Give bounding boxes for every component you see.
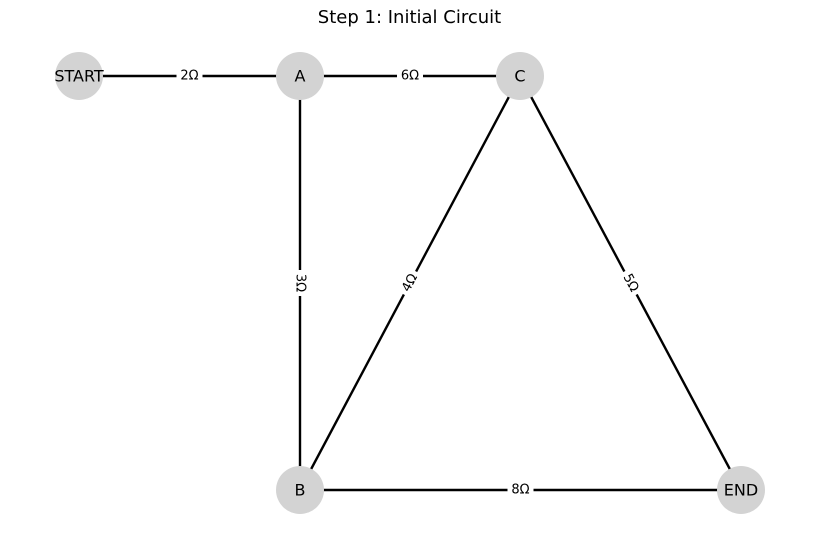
edge-label-group: 3Ω <box>291 270 309 296</box>
edge-b-end: 8Ω <box>300 481 741 499</box>
edge-start-a: 2Ω <box>79 67 300 85</box>
node-start: START <box>54 52 104 100</box>
edge-label: 8Ω <box>511 483 529 498</box>
node-a: A <box>276 52 324 100</box>
edges-layer: 2Ω 6Ω 3Ω 4Ω 5Ω 8Ω <box>79 67 743 499</box>
edge-c-b: 4Ω <box>298 75 522 491</box>
edge-label-background <box>616 267 645 299</box>
node-circle <box>55 52 103 100</box>
edge-label-background <box>395 267 425 299</box>
node-label: B <box>295 481 306 500</box>
edge-label: 3Ω <box>293 274 308 292</box>
node-b: B <box>276 466 324 514</box>
node-label: C <box>514 67 525 86</box>
node-circle <box>496 52 544 100</box>
node-label: START <box>54 67 104 86</box>
nodes-layer: START A C B END <box>54 52 765 514</box>
edge-c-end: 5Ω <box>518 75 743 491</box>
edge-label-group: 2Ω <box>176 67 203 85</box>
edge-label-background <box>291 270 309 296</box>
node-circle <box>276 466 324 514</box>
edge-label-group: 8Ω <box>507 481 534 499</box>
node-label: A <box>295 67 306 86</box>
edge-label: 6Ω <box>401 69 419 84</box>
edge-label-group: 4Ω <box>395 267 425 299</box>
node-circle <box>276 52 324 100</box>
edge-label-group: 6Ω <box>397 67 423 85</box>
node-end: END <box>717 466 765 514</box>
edge-label-group: 5Ω <box>616 267 645 299</box>
edge-label: 2Ω <box>180 69 198 84</box>
edge-a-b: 3Ω <box>291 76 309 490</box>
edge-label-background <box>176 67 203 85</box>
diagram-title: Step 1: Initial Circuit <box>317 7 502 28</box>
node-label: END <box>724 481 758 500</box>
edge-label-background <box>397 67 423 85</box>
edge-label-background <box>507 481 534 499</box>
node-c: C <box>496 52 544 100</box>
node-circle <box>717 466 765 514</box>
edge-a-c: 6Ω <box>300 67 520 85</box>
